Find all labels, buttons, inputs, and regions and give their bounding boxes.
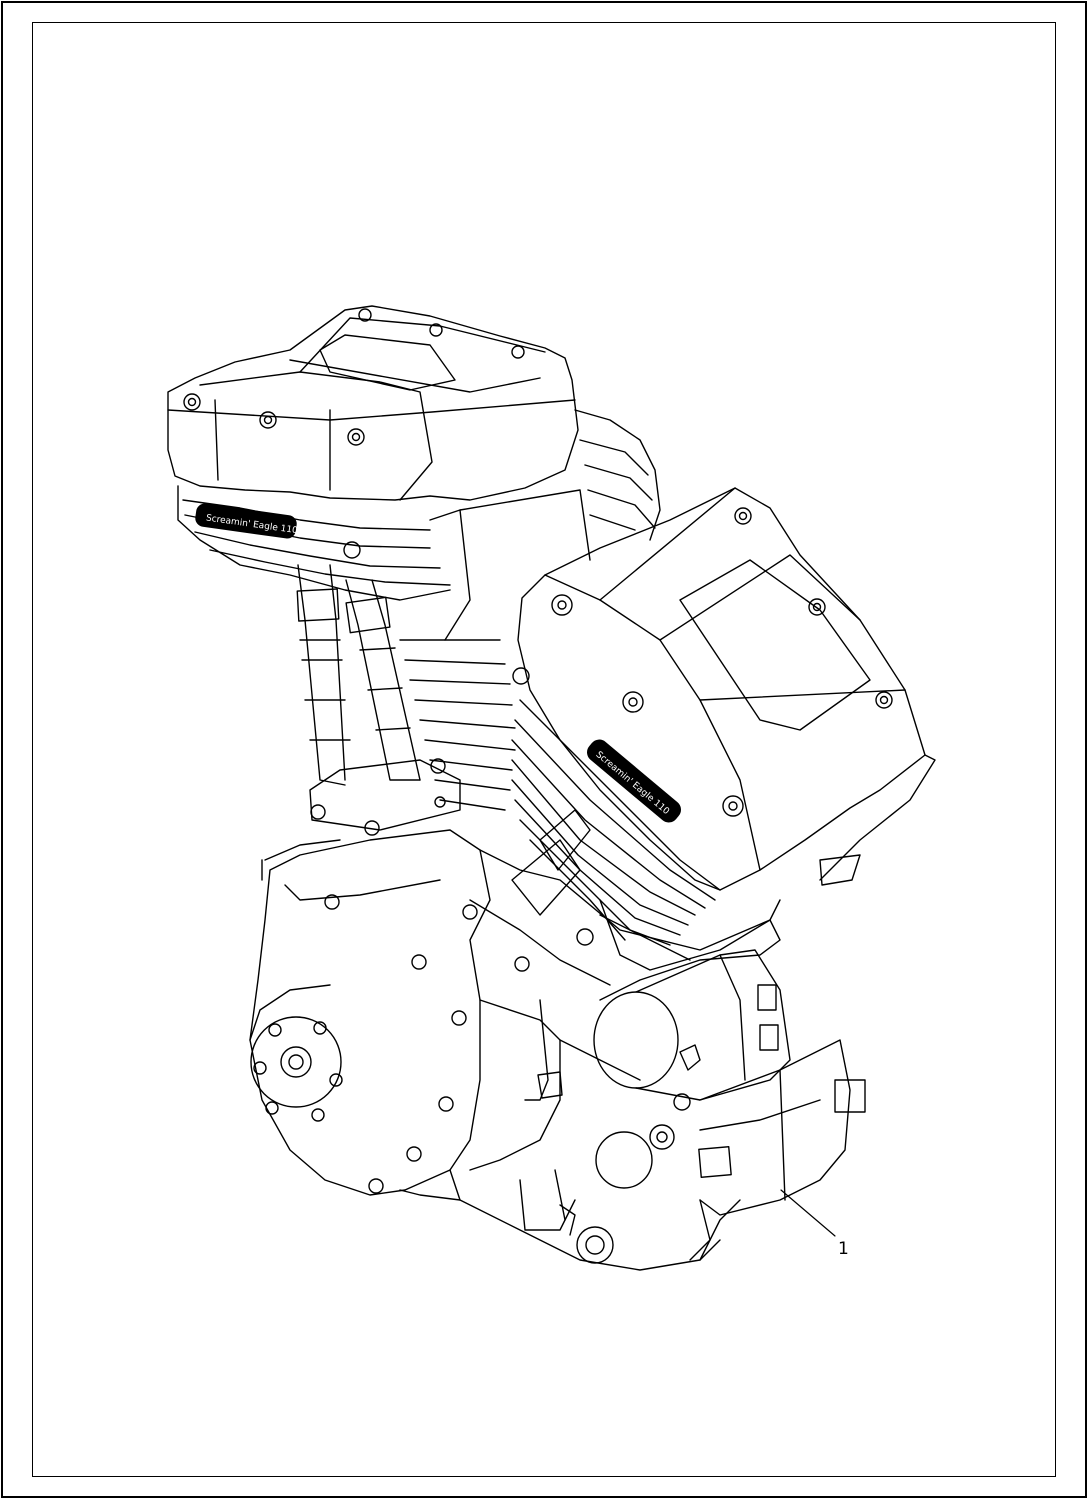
cam-cover xyxy=(249,829,491,1196)
front-cylinder-fins xyxy=(511,699,936,971)
cylinder-barrel-fins xyxy=(399,489,591,811)
rear-cylinder-fins: Screamin' Eagle 110 xyxy=(177,409,661,601)
figure-frame xyxy=(32,22,1056,1477)
crankcase xyxy=(399,849,781,1271)
rear-rocker-cover xyxy=(167,305,579,501)
starter-motor xyxy=(593,949,866,1261)
rear-pushrod-tubes xyxy=(296,564,461,836)
callout-1-leader xyxy=(780,1189,836,1237)
callout-label-1: 1 xyxy=(838,1239,849,1259)
front-rocker-cover: Screamin' Eagle 110 xyxy=(512,487,926,891)
front-nameplate-text: Screamin' Eagle 110 xyxy=(594,750,672,817)
